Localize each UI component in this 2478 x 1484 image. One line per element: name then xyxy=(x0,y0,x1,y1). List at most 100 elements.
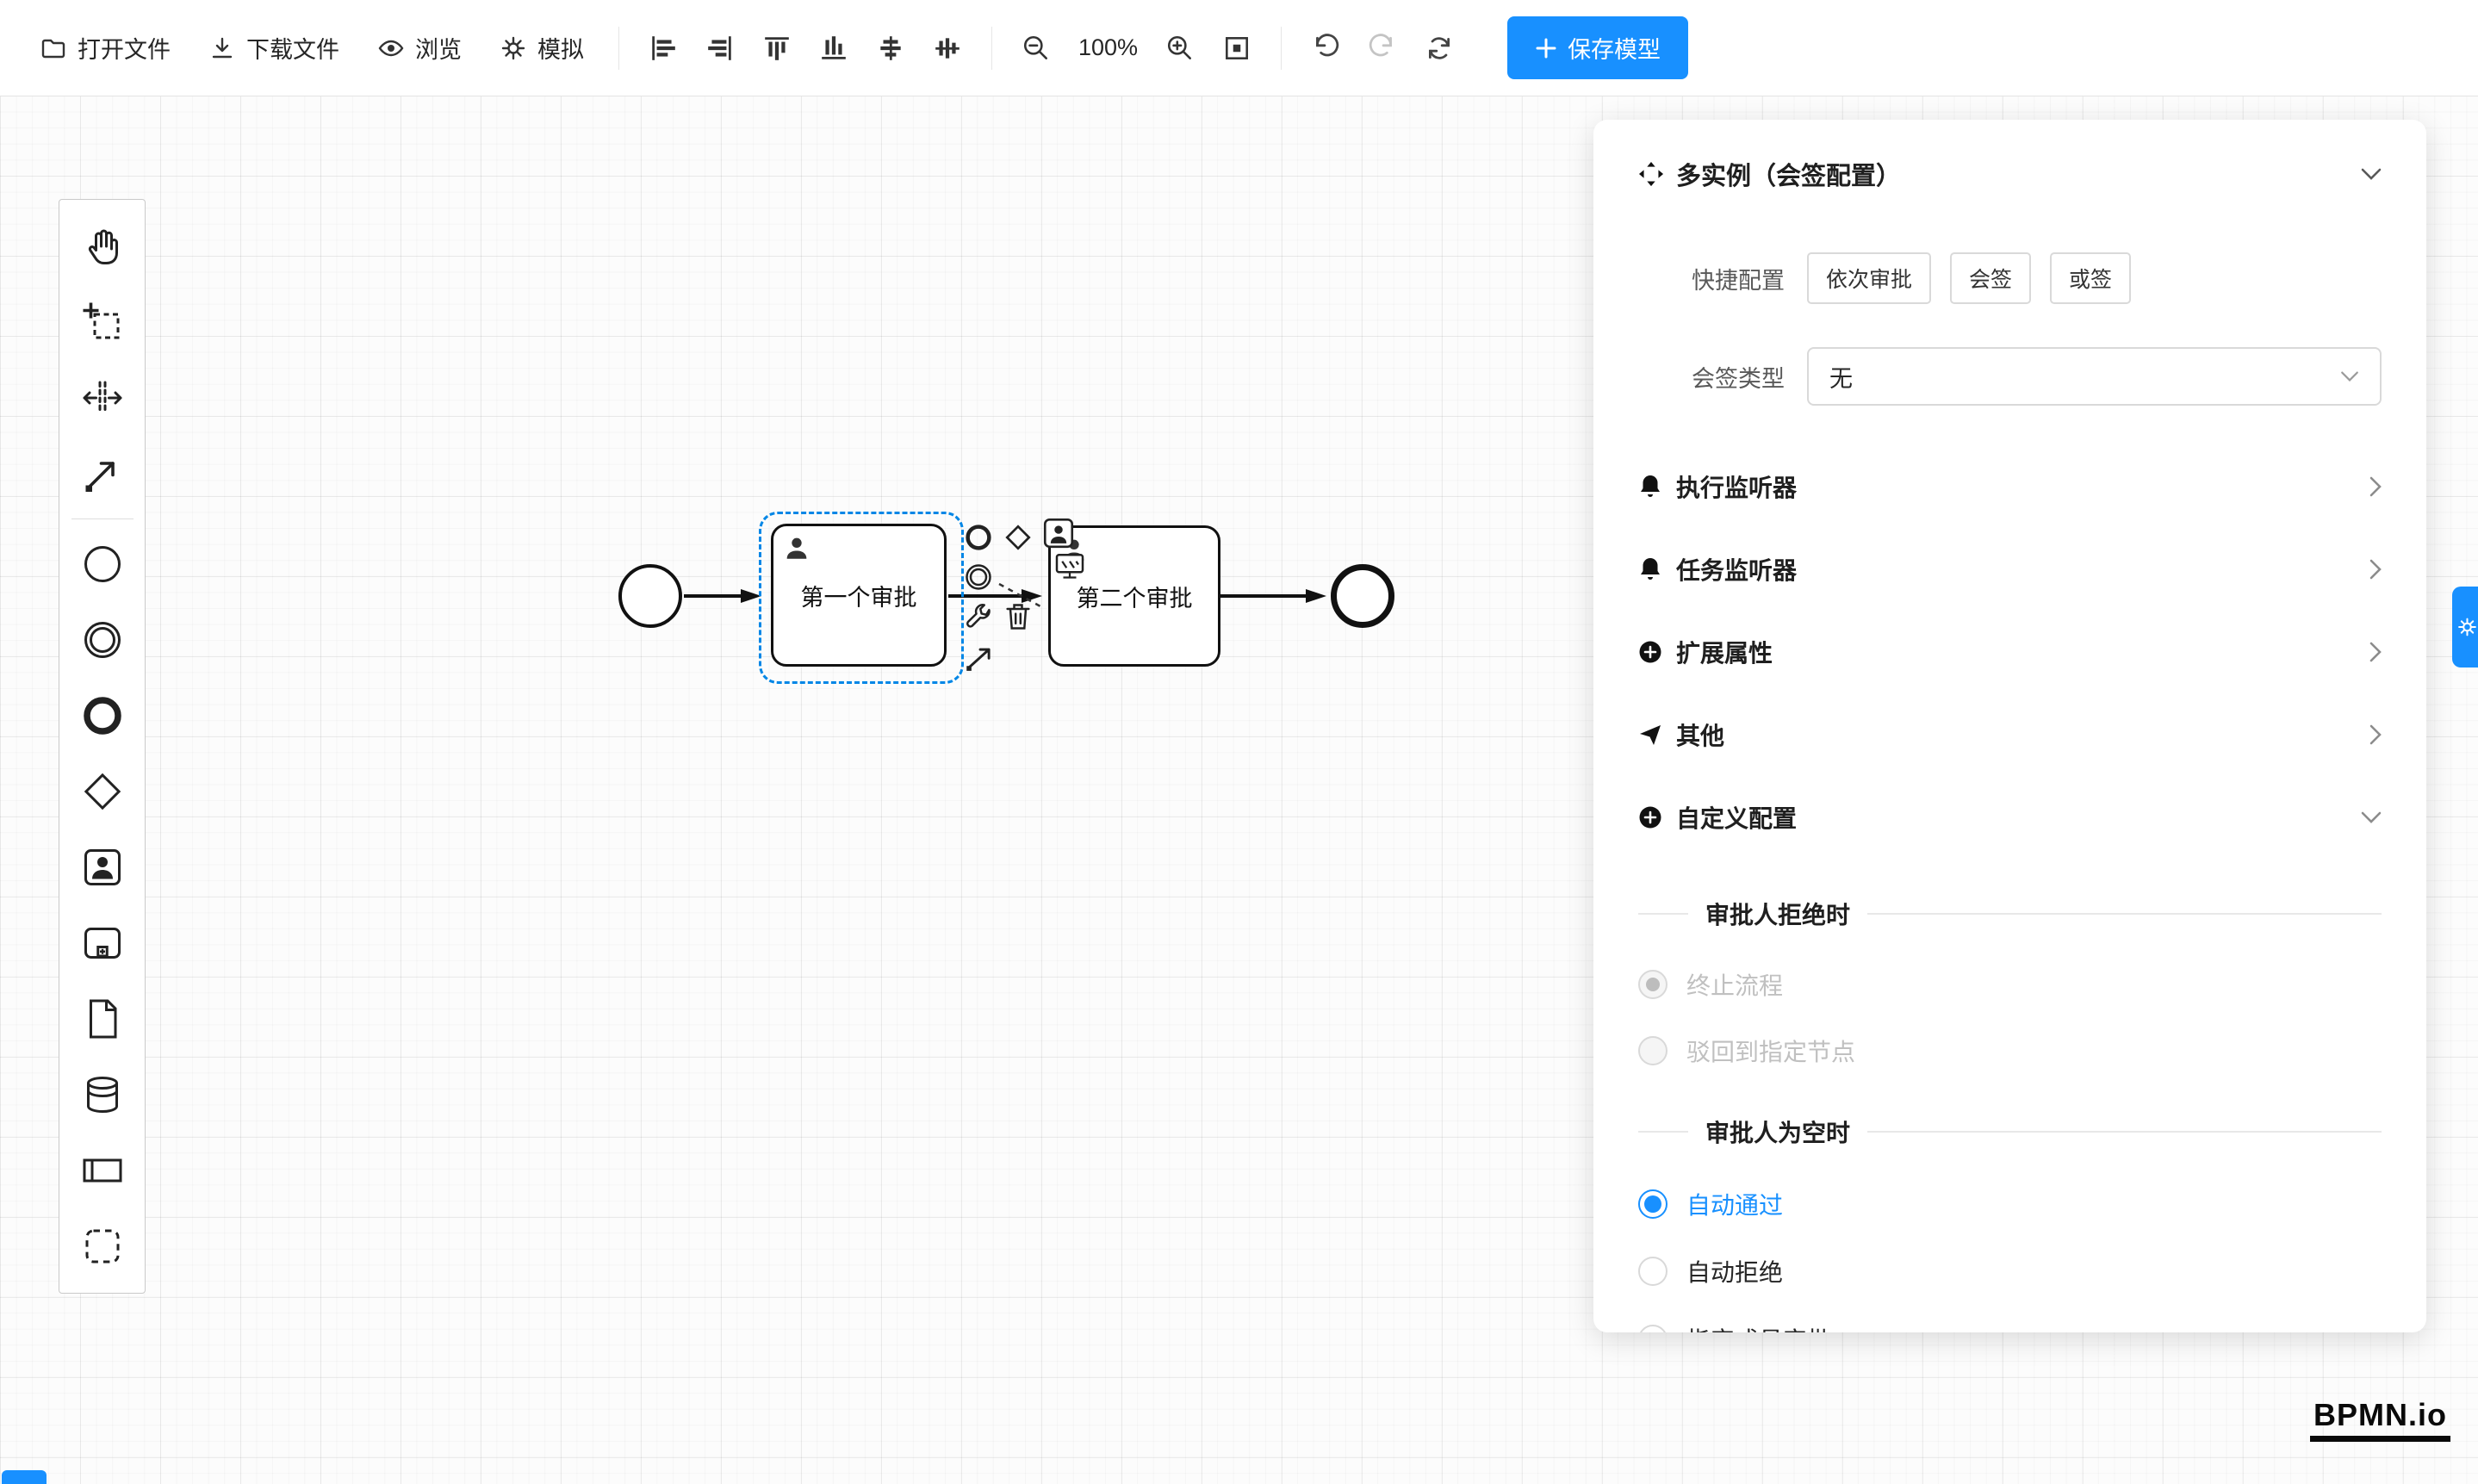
download-file-button[interactable]: 下载文件 xyxy=(191,19,357,77)
undo-icon xyxy=(1316,33,1339,56)
section-other[interactable]: 其他 xyxy=(1638,693,2382,776)
chevron-down-icon[interactable] xyxy=(2361,167,2382,181)
create-user-task[interactable] xyxy=(65,829,140,905)
wrench-icon[interactable] xyxy=(963,601,994,632)
preview-label: 浏览 xyxy=(415,37,462,63)
gear-icon xyxy=(2458,618,2476,636)
section-execution-listeners[interactable]: 执行监听器 xyxy=(1638,445,2382,528)
align-bottom-icon xyxy=(822,35,846,59)
connect-arrow-icon[interactable] xyxy=(965,641,996,672)
lasso-tool-icon xyxy=(83,302,119,339)
align-center-horizontal-button[interactable] xyxy=(864,23,917,73)
append-end-event-icon[interactable] xyxy=(963,522,994,553)
end-event[interactable] xyxy=(1331,564,1394,628)
create-participant[interactable] xyxy=(65,1133,140,1208)
subprocess-icon xyxy=(84,928,121,959)
bpmn-palette xyxy=(59,199,146,1294)
create-subprocess[interactable] xyxy=(65,905,140,981)
panel-title: 多实例（会签配置） xyxy=(1676,163,1902,190)
section-task-listeners[interactable]: 任务监听器 xyxy=(1638,528,2382,611)
panel-header[interactable]: 多实例（会签配置） xyxy=(1638,120,2382,199)
fit-viewport-button[interactable] xyxy=(1210,23,1264,73)
align-bottom-button[interactable] xyxy=(807,23,860,73)
radio-label: 驳回到指定节点 xyxy=(1686,1039,1856,1065)
download-file-label: 下载文件 xyxy=(246,37,339,63)
align-top-button[interactable] xyxy=(750,23,804,73)
align-left-button[interactable] xyxy=(637,23,690,73)
chevron-right-icon xyxy=(2369,724,2382,745)
space-tool[interactable] xyxy=(65,360,140,436)
refresh-button[interactable] xyxy=(1413,23,1466,73)
open-file-button[interactable]: 打开文件 xyxy=(22,19,188,77)
create-end-event[interactable] xyxy=(65,678,140,754)
save-model-button[interactable]: 保存模型 xyxy=(1507,16,1689,79)
data-store-icon xyxy=(86,1077,118,1114)
radio-checked[interactable] xyxy=(1638,1189,1668,1219)
quick-option-sequential[interactable]: 依次审批 xyxy=(1807,252,1932,304)
create-data-store[interactable] xyxy=(65,1057,140,1133)
undo-button[interactable] xyxy=(1299,23,1352,73)
fit-viewport-icon xyxy=(1226,36,1249,59)
lasso-tool[interactable] xyxy=(65,284,140,360)
radio-unchecked[interactable] xyxy=(1638,1257,1668,1286)
align-right-icon xyxy=(708,35,731,60)
create-data-object[interactable] xyxy=(65,981,140,1057)
properties-panel: 多实例（会签配置） 快捷配置 依次审批 会签 或签 会签类型 无 执行监听器 xyxy=(1593,120,2426,1332)
radio-label: 指定成员审批 xyxy=(1686,1322,1831,1332)
zoom-in-button[interactable] xyxy=(1153,23,1207,73)
simulate-button[interactable]: 模拟 xyxy=(482,19,601,77)
append-gateway-icon[interactable] xyxy=(1003,522,1034,553)
task-label: 第二个审批 xyxy=(1076,585,1193,612)
create-group[interactable] xyxy=(65,1208,140,1284)
align-right-button[interactable] xyxy=(693,23,747,73)
radio-label: 终止流程 xyxy=(1686,972,1784,999)
palette-separator xyxy=(71,518,134,519)
refresh-icon xyxy=(1429,36,1450,59)
bottom-left-toggle[interactable] xyxy=(2,1470,47,1484)
append-screen-node-icon[interactable] xyxy=(1053,550,1087,584)
preview-button[interactable]: 浏览 xyxy=(360,19,479,77)
align-center-vertical-icon xyxy=(935,37,960,59)
toolbar: 打开文件 下载文件 浏览 模拟 xyxy=(0,0,2478,96)
task-second-approval[interactable]: 第二个审批 xyxy=(1048,525,1220,667)
radio-option-auto-approve[interactable]: 自动通过 xyxy=(1638,1185,2382,1223)
radio-unchecked[interactable] xyxy=(1638,1325,1668,1332)
start-event[interactable] xyxy=(618,564,682,628)
hand-tool[interactable] xyxy=(65,208,140,284)
quick-option-countersign[interactable]: 会签 xyxy=(1950,252,2032,304)
task-first-approval[interactable]: 第一个审批 xyxy=(771,524,947,667)
radio-option-auto-reject[interactable]: 自动拒绝 xyxy=(1638,1252,2382,1290)
align-center-vertical-button[interactable] xyxy=(921,23,974,73)
section-custom-config[interactable]: 自定义配置 xyxy=(1638,776,2382,859)
append-intermediate-event-icon[interactable] xyxy=(963,562,994,593)
radio-option-terminate-flow: 终止流程 xyxy=(1638,966,2382,1003)
reject-divider: 审批人拒绝时 xyxy=(1638,893,2382,934)
bpmn-io-logo[interactable]: BPMN.io xyxy=(2310,1397,2450,1442)
trash-icon[interactable] xyxy=(1003,601,1034,632)
end-event-icon xyxy=(83,697,121,735)
user-icon xyxy=(786,537,807,559)
section-extended-properties[interactable]: 扩展属性 xyxy=(1638,611,2382,693)
zoom-out-button[interactable] xyxy=(1009,23,1063,73)
radio-label: 自动拒绝 xyxy=(1686,1259,1784,1286)
sign-type-select[interactable]: 无 xyxy=(1807,347,2382,406)
group-icon xyxy=(85,1229,119,1264)
create-gateway[interactable] xyxy=(65,754,140,829)
plus-circle-icon xyxy=(1639,806,1661,829)
chevron-right-icon xyxy=(2369,642,2382,662)
zoom-in-icon xyxy=(1168,35,1192,59)
radio-option-assign-member[interactable]: 指定成员审批 xyxy=(1638,1320,2382,1332)
radio-disabled-checked xyxy=(1638,970,1668,999)
create-start-event[interactable] xyxy=(65,526,140,602)
chevron-down-icon xyxy=(2361,811,2382,823)
settings-edge-tab[interactable] xyxy=(2452,587,2478,667)
create-intermediate-event[interactable] xyxy=(65,602,140,678)
participant-icon xyxy=(83,1158,121,1183)
global-connect-tool[interactable] xyxy=(65,436,140,512)
zoom-level: 100% xyxy=(1078,34,1139,60)
quick-option-or-sign[interactable]: 或签 xyxy=(2050,252,2132,304)
redo-button[interactable] xyxy=(1356,23,1409,73)
eye-icon xyxy=(378,40,404,56)
section-label: 执行监听器 xyxy=(1676,475,1798,501)
append-user-task-icon[interactable] xyxy=(1040,515,1077,551)
